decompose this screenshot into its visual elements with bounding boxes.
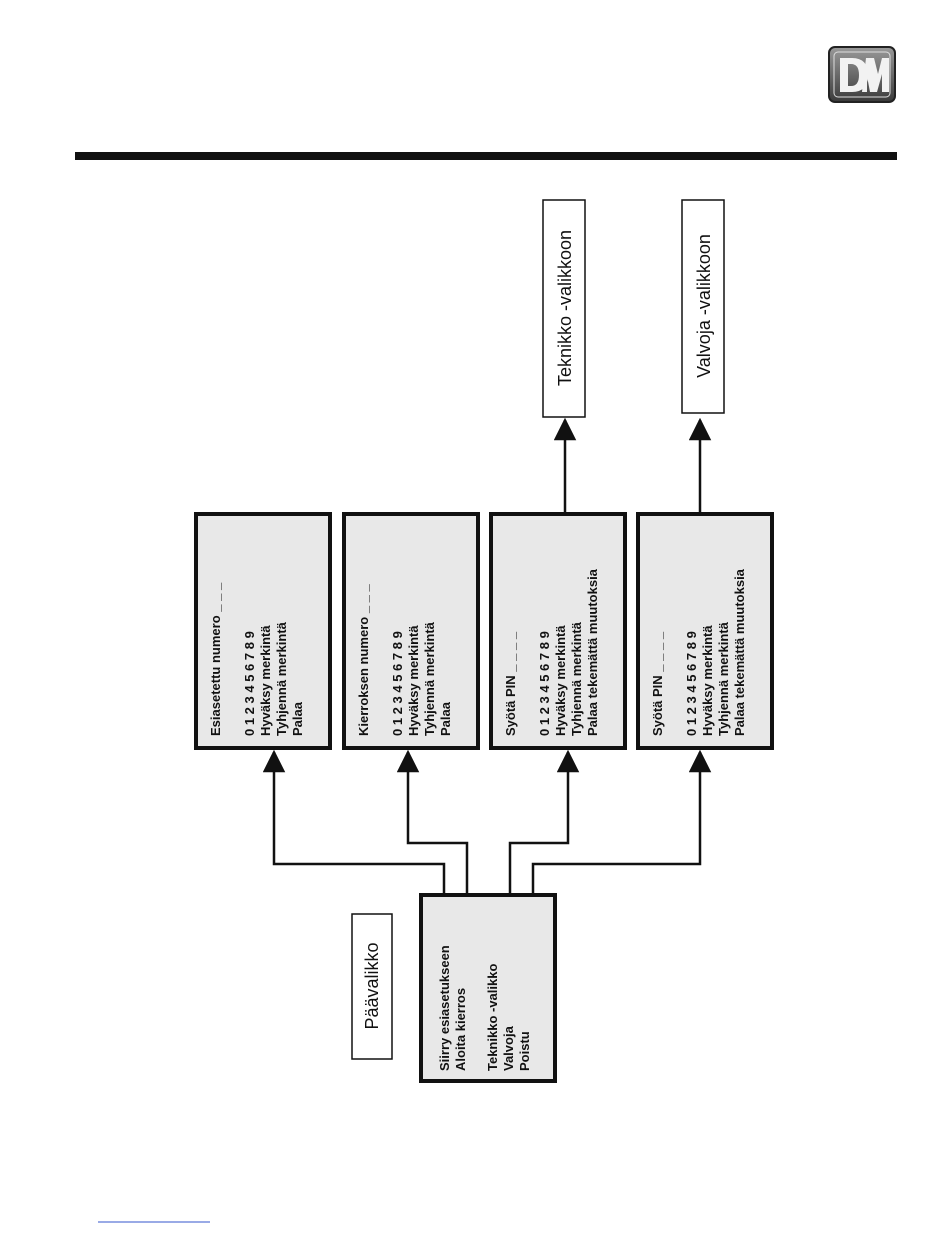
submenu-boxes: Esiasetettu numero _ _ _ 0 1 2 3 4 5 6 7 … xyxy=(194,512,774,750)
menu-line: Kierroksen numero _ _ _ xyxy=(356,584,371,736)
destination-supervisor-label: Valvoja -valikkoon xyxy=(694,234,714,378)
menu-line: 0 1 2 3 4 5 6 7 8 9 xyxy=(242,631,257,736)
menu-line: Tyhjennä merkintä xyxy=(422,621,437,736)
menu-line: Tyhjennä merkintä xyxy=(274,621,289,736)
menu-line: 0 1 2 3 4 5 6 7 8 9 xyxy=(537,631,552,736)
connector-supervisor-pin xyxy=(531,749,712,893)
menu-line: Hyväksy merkintä xyxy=(700,625,715,736)
main-menu-title-box: Päävalikko xyxy=(351,913,393,1060)
destination-supervisor: Valvoja -valikkoon xyxy=(681,199,725,414)
menu-line: Tyhjennä merkintä xyxy=(569,621,584,736)
dm-logo-icon xyxy=(828,46,896,103)
main-menu-item: Siirry esiasetukseen xyxy=(437,945,452,1071)
main-menu-item: Aloita kierros xyxy=(453,988,468,1071)
menu-line: 0 1 2 3 4 5 6 7 8 9 xyxy=(684,631,699,736)
destination-technician: Teknikko -valikkoon xyxy=(542,199,586,418)
menu-line: Hyväksy merkintä xyxy=(258,625,273,736)
connectors xyxy=(262,417,712,893)
menu-line: Hyväksy merkintä xyxy=(406,625,421,736)
menu-line: Hyväksy merkintä xyxy=(553,625,568,736)
menu-line: Palaa xyxy=(438,701,453,736)
menu-line: Palaa tekemättä muutoksia xyxy=(732,568,747,736)
connector-round xyxy=(396,749,469,893)
main-menu-item: Teknikko -valikko xyxy=(485,964,500,1071)
connector-technician-pin xyxy=(508,749,580,893)
menu-box-round: Kierroksen numero _ _ _ 0 1 2 3 4 5 6 7 8… xyxy=(342,512,480,750)
main-menu-item: Poistu xyxy=(517,1031,532,1071)
menu-line: Palaa xyxy=(290,701,305,736)
menu-line: Tyhjennä merkintä xyxy=(716,621,731,736)
main-menu-title: Päävalikko xyxy=(362,942,382,1029)
menu-line: Palaa tekemättä muutoksia xyxy=(585,568,600,736)
main-menu-item: Valvoja xyxy=(501,1025,516,1071)
menu-box-preset: Esiasetettu numero _ _ _ 0 1 2 3 4 5 6 7 … xyxy=(194,512,332,750)
destination-technician-label: Teknikko -valikkoon xyxy=(555,230,575,386)
menu-line: Syötä PIN _ _ _ _ xyxy=(650,631,665,736)
menu-line: Esiasetettu numero _ _ _ xyxy=(208,582,223,736)
menu-line: 0 1 2 3 4 5 6 7 8 9 xyxy=(390,631,405,736)
menu-line: Syötä PIN _ _ _ _ xyxy=(503,631,518,736)
connector-preset xyxy=(262,749,446,893)
header-rule xyxy=(75,152,897,160)
